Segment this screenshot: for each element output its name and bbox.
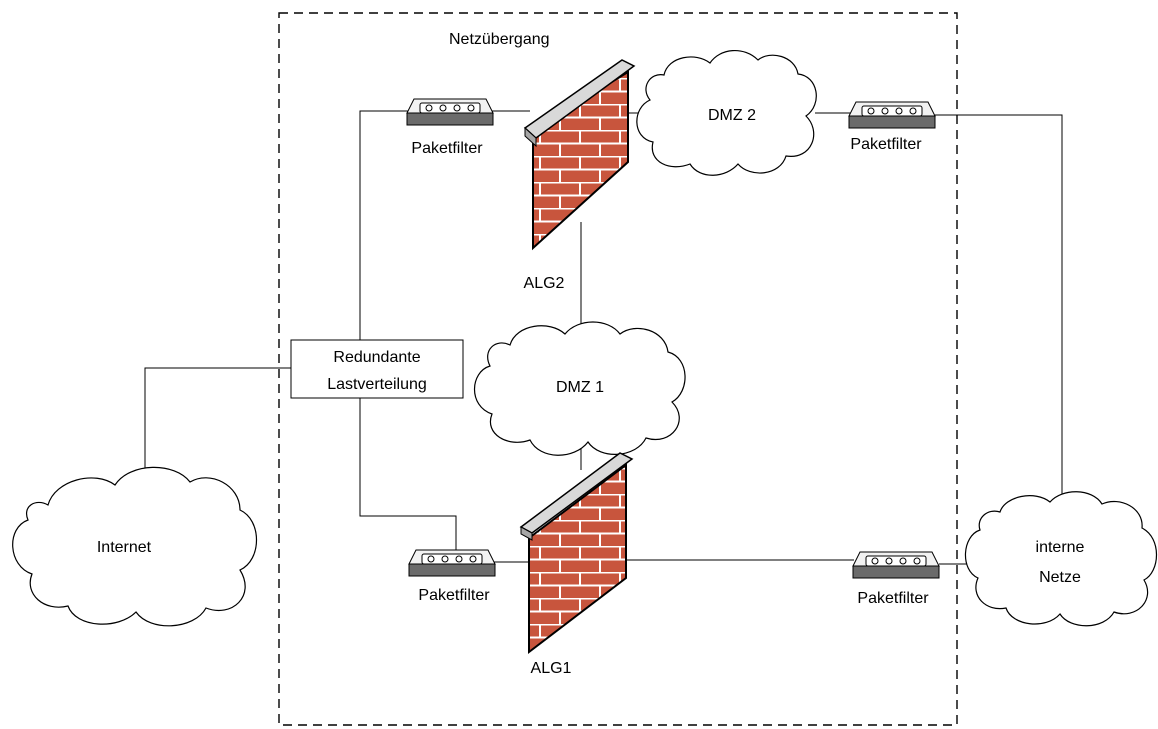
dmz2-cloud xyxy=(636,50,817,176)
pf-top-right-icon xyxy=(848,101,936,129)
alg2-label: ALG2 xyxy=(524,275,565,292)
pf-bottom-left-label: Paketfilter xyxy=(418,587,490,604)
gateway-zone xyxy=(278,12,958,726)
pf-top-left-label: Paketfilter xyxy=(411,140,483,157)
alg1-label: ALG1 xyxy=(531,660,572,677)
internet-cloud xyxy=(12,466,258,627)
internal-label-line1: interne xyxy=(1036,539,1085,556)
load-balancer-label-line1: Redundante xyxy=(333,349,420,366)
alg1-firewall-icon xyxy=(519,452,634,655)
load-balancer-label-line2: Lastverteilung xyxy=(327,376,427,393)
line-lb-bottom xyxy=(359,397,457,552)
zone-label: Netzübergang xyxy=(449,31,550,48)
pf-bottom-left-icon xyxy=(408,549,496,577)
dmz1-label: DMZ 1 xyxy=(556,379,604,396)
dmz1-cloud xyxy=(474,321,686,456)
load-balancer-box xyxy=(290,339,464,399)
line-internet-lb xyxy=(144,367,291,478)
line-pf-internal-top xyxy=(935,114,1063,505)
pf-top-right-label: Paketfilter xyxy=(850,136,922,153)
dmz2-label: DMZ 2 xyxy=(708,107,756,124)
internal-networks-cloud xyxy=(964,491,1157,627)
line-lb-top xyxy=(359,110,410,340)
pf-bottom-right-icon xyxy=(852,551,940,579)
internal-label-line2: Netze xyxy=(1039,569,1081,586)
alg2-firewall-icon xyxy=(523,59,636,251)
pf-bottom-right-label: Paketfilter xyxy=(857,590,929,607)
internet-label: Internet xyxy=(97,539,152,556)
pf-top-left-icon xyxy=(406,98,494,126)
